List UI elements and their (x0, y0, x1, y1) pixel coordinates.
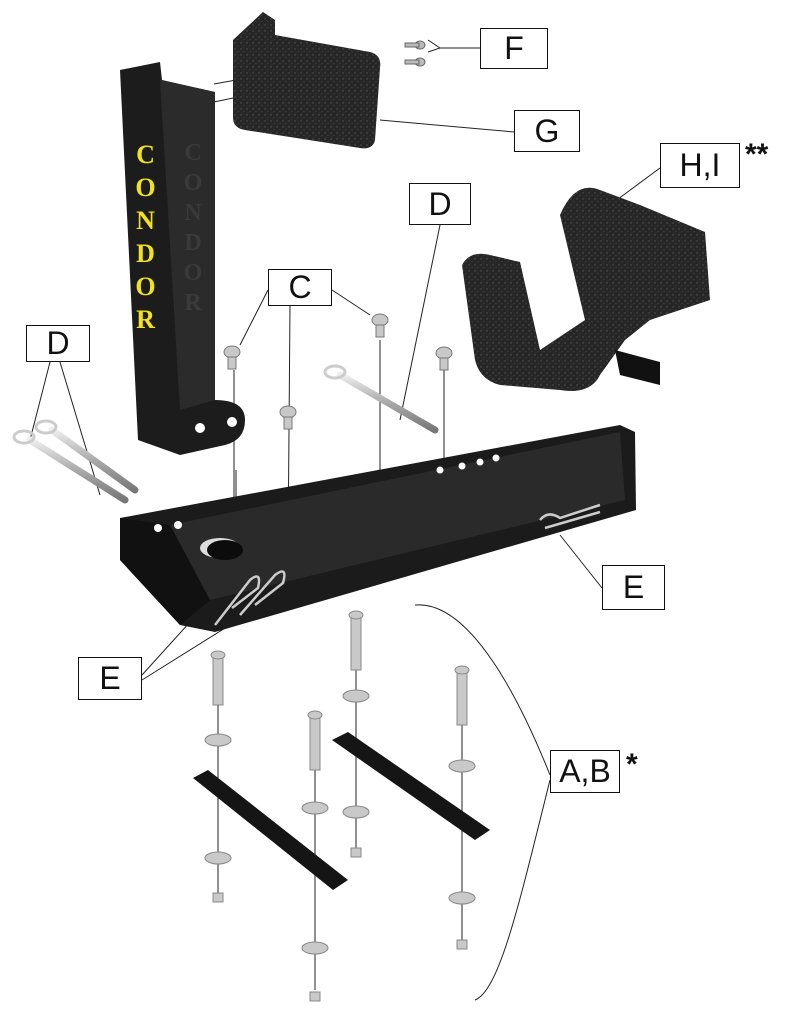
callout-h-i: H,I (660, 143, 740, 188)
callout-a-b-note: * (626, 748, 638, 781)
hardware (204, 610, 476, 1002)
callout-g: G (514, 110, 580, 152)
wing-bolts-c (223, 313, 453, 430)
plates-a-b (193, 732, 490, 890)
callout-e-right: E (602, 565, 665, 610)
pad-g (233, 12, 381, 149)
base-channel (120, 425, 636, 632)
stand-brand-text-engraved: CONDOR (180, 140, 206, 320)
pins-d (12, 364, 439, 504)
cradle-h-i (462, 187, 710, 391)
callout-c: C (268, 269, 332, 306)
stand-upright (120, 62, 245, 455)
callout-f: F (480, 28, 548, 69)
hairpins-e (214, 503, 601, 626)
callout-h-i-note: ** (745, 138, 769, 171)
stand-brand-text-yellow: CONDOR (131, 140, 160, 338)
callout-d-top: D (409, 183, 471, 225)
callout-e-left: E (78, 657, 142, 700)
callout-a-b: A,B (550, 750, 620, 793)
screws-f (404, 40, 426, 67)
callout-d-left: D (26, 325, 90, 362)
